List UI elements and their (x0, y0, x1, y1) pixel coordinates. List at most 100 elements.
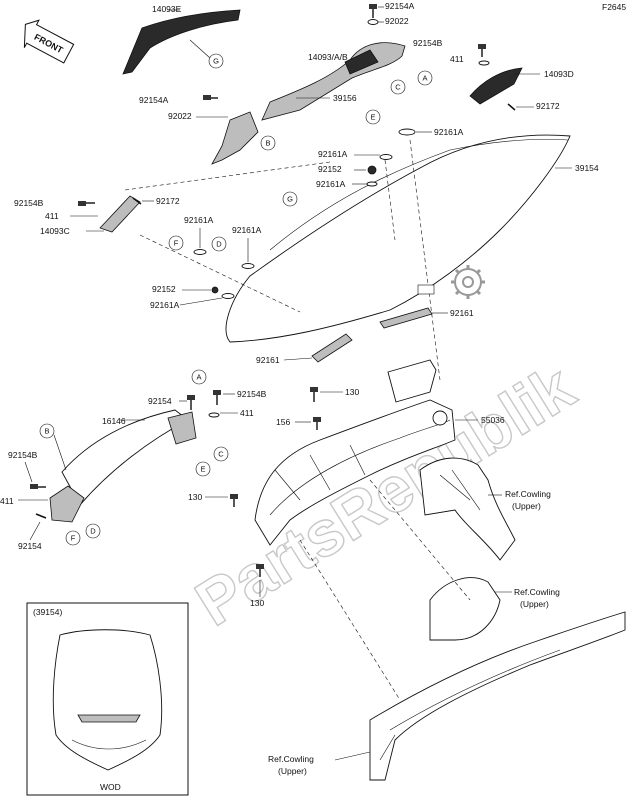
nut-411-mid-icon (208, 412, 220, 418)
callout-D-low: D (85, 523, 101, 539)
inset-note: WOD (100, 782, 121, 792)
label-92154B-left: 92154B (14, 198, 44, 208)
trim-14093E (122, 9, 241, 75)
screw-92154B-top-icon (478, 44, 486, 57)
svg-text:C: C (395, 83, 401, 92)
washer-92161A-2-icon (379, 154, 393, 160)
windscreen-39154 (225, 134, 571, 343)
callout-B-top: B (260, 135, 276, 151)
label-92154A: 92154A (385, 1, 415, 11)
callout-A-low: A (191, 369, 207, 385)
bolt-92152-2-icon (211, 286, 219, 294)
washer-92161A-4-icon (193, 249, 207, 255)
bolt-92152-1-icon (367, 165, 377, 175)
ref-cowling-1: Ref.Cowling (505, 489, 551, 499)
svg-text:A: A (196, 373, 201, 382)
callout-E-low: E (195, 461, 211, 477)
mount-plate-small (417, 284, 435, 295)
label-14093C: 14093C (40, 226, 70, 236)
callout-E-top: E (365, 109, 381, 125)
label-92154B-top: 92154B (413, 38, 443, 48)
svg-text:E: E (200, 465, 205, 474)
bolt-130-2-icon (230, 494, 238, 507)
label-411-mid: 411 (240, 408, 254, 418)
callout-G-mid: G (282, 191, 298, 207)
trim-14093D (469, 67, 523, 105)
svg-text:D: D (216, 240, 222, 249)
label-39156: 39156 (333, 93, 357, 103)
label-92161A-4: 92161A (184, 215, 214, 225)
label-92172-left: 92172 (156, 196, 180, 206)
label-156: 156 (276, 417, 290, 427)
ref-cowling-2: Ref.Cowling (514, 587, 560, 597)
washer-92161A-6-icon (221, 293, 235, 299)
screw-92154A-left-icon (203, 95, 218, 100)
label-92161-1: 92161 (450, 308, 474, 318)
label-14093AB: 14093/A/B (308, 52, 348, 62)
screw-156-icon (313, 417, 321, 430)
label-92161A-3: 92161A (316, 179, 346, 189)
screw-92154A-icon (369, 4, 377, 18)
strip-92161-2 (311, 333, 353, 363)
panel-16146-mount (167, 411, 197, 445)
label-92161A-2: 92161A (318, 149, 348, 159)
label-16146: 16146 (102, 416, 126, 426)
callout-A-top: A (417, 70, 433, 86)
strip-92161-1 (379, 307, 433, 329)
callout-F-mid: F (168, 235, 184, 251)
svg-text:B: B (265, 139, 270, 148)
ref-cowling-3b: (Upper) (278, 766, 307, 776)
screw-92172-left-icon (132, 197, 142, 205)
washer-92161A-3-icon (366, 181, 378, 187)
bracket-14093C (99, 195, 141, 233)
bolt-130-3-icon (256, 564, 264, 577)
inset-windscreen (52, 629, 163, 771)
svg-text:C: C (218, 450, 224, 459)
callout-C-top: C (390, 79, 406, 95)
inset-label: (39154) (33, 607, 62, 617)
label-130-2: 130 (188, 492, 202, 502)
label-411-low: 411 (0, 496, 14, 506)
label-92154A-left: 92154A (139, 95, 169, 105)
svg-text:D: D (90, 527, 96, 536)
label-92161A-5: 92161A (232, 225, 262, 235)
callout-C-low: C (213, 446, 229, 462)
callout-G-top: G (208, 53, 224, 69)
svg-text:G: G (213, 57, 219, 66)
mount-bracket-left (211, 111, 259, 165)
label-39154: 39154 (575, 163, 599, 173)
svg-text:B: B (44, 427, 49, 436)
callout-D-mid: D (211, 236, 227, 252)
washer-92161A-5-icon (241, 263, 255, 269)
label-130-3: 130 (250, 598, 264, 608)
front-arrow-icon: FRONT (23, 19, 75, 64)
svg-text:A: A (422, 74, 427, 83)
bracket-14093AB-shade (344, 49, 379, 75)
ref-cowling-1b: (Upper) (512, 501, 541, 511)
label-92022-left: 92022 (168, 111, 192, 121)
cowling-bracket-2 (429, 577, 501, 641)
label-92152-2: 92152 (152, 284, 176, 294)
figure-code: F2645 (602, 2, 626, 12)
label-411-left: 411 (45, 211, 59, 221)
bracket-upper-mount (387, 359, 437, 403)
ref-cowling-3: Ref.Cowling (268, 754, 314, 764)
nut-411-top-icon (478, 60, 490, 66)
screw-92154B-low-icon (30, 484, 46, 489)
panel-16146-lower (49, 485, 85, 523)
label-92154B-low: 92154B (8, 450, 38, 460)
bracket-pivot (432, 410, 448, 426)
callout-B-low: B (39, 423, 55, 439)
screw-92172-right-icon (507, 103, 516, 111)
label-411-top: 411 (450, 54, 464, 64)
label-55036: 55036 (481, 415, 505, 425)
label-130-1: 130 (345, 387, 359, 397)
label-92154-1: 92154 (148, 396, 172, 406)
label-92154B-mid: 92154B (237, 389, 267, 399)
label-14093E: 14093E (152, 4, 182, 14)
bolt-130-1-icon (310, 387, 318, 402)
svg-text:E: E (370, 113, 375, 122)
cowling-bracket-1 (419, 457, 516, 561)
